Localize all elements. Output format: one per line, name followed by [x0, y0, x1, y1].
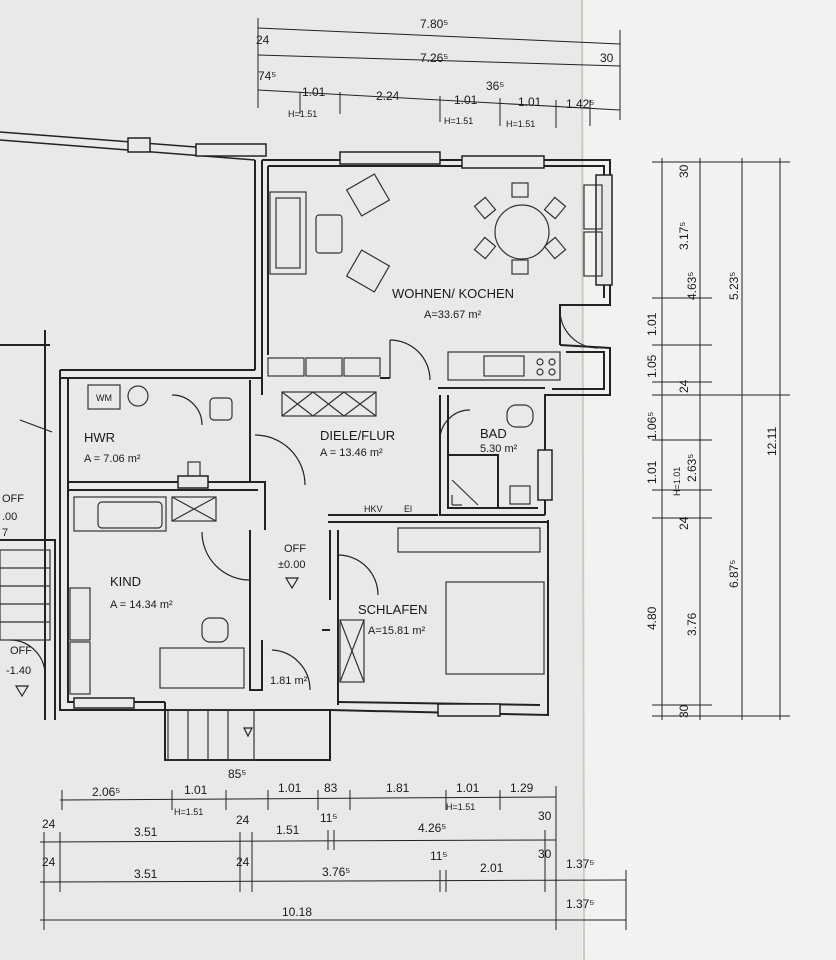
dims-right: 30 3.17⁵ 1.01 1.05 24 1.06⁵ 1.01 H=1.01 …	[645, 164, 779, 718]
room-area-schlafen: A=15.81 m²	[368, 625, 426, 637]
dim-bottom-row2-0: 24	[42, 817, 56, 831]
room-name-kind: KIND	[110, 574, 141, 589]
dim-right-col1-3: 1.05	[645, 354, 659, 378]
dim-right-col1-6: 1.01	[645, 460, 659, 484]
dim-bottom-row1-4: 83	[324, 781, 338, 795]
dim-bottom-row3-5: 2.01	[480, 861, 504, 875]
dim-right-col2-1: 2.63⁵	[685, 454, 699, 482]
dim-bottom-row3-7: 1.37⁵	[566, 857, 594, 871]
dim-top-row1-1: 7.80⁵	[420, 17, 448, 31]
windows	[73, 137, 613, 717]
hkv-label: HKV	[364, 504, 383, 514]
dim-bottom-row2-3: 1.51	[276, 823, 300, 837]
dimension-lines	[39, 18, 790, 930]
room-area-diele: A = 13.46 m²	[320, 447, 383, 459]
room-area-bad: 5.30 m²	[480, 443, 518, 455]
dim-bottom-row1-2: 85⁵	[228, 767, 246, 781]
dim-bottom-row1-0: 2.06⁵	[92, 785, 120, 799]
dim-bottom-row2-6: 30	[538, 809, 552, 823]
dim-top-row3-0: 74⁵	[258, 69, 276, 83]
level-value-main: ±0.00	[278, 559, 305, 571]
dim-right-col1-5: 1.06⁵	[645, 412, 659, 440]
dim-bottom-row2-1: 3.51	[134, 825, 158, 839]
dim-bottom-row1-7: 1.29	[510, 781, 534, 795]
dim-right-col1-2: 1.01	[645, 312, 659, 336]
dim-top-row3-6: 1.42⁵	[566, 97, 594, 111]
dim-bottom-row1-6: 1.01	[456, 781, 480, 795]
dim-right-col2-2: 3.76	[685, 612, 699, 636]
dim-top-h-2: H=1.51	[506, 119, 535, 129]
el-label: El	[404, 504, 412, 514]
room-name-hwr: HWR	[84, 430, 115, 445]
dim-bottom-row2-4: 11⁵	[320, 811, 337, 825]
paper-fold-right	[582, 0, 836, 960]
furniture	[0, 173, 603, 761]
dim-top-row1-2: 30	[600, 51, 614, 65]
dim-bottom-row3-4: 11⁵	[430, 849, 447, 863]
dim-right-col1-10: 30	[677, 704, 691, 718]
room-name-wohnen: WOHNEN/ KOCHEN	[392, 286, 514, 301]
dim-bottom-row1-3: 1.01	[278, 781, 302, 795]
wm-label: WM	[96, 393, 112, 403]
dim-right-col1-4: 24	[677, 379, 691, 393]
dim-bottom-h-0: H=1.51	[174, 807, 203, 817]
dim-right-col3-1: 6.87⁵	[727, 560, 741, 588]
left-cut-7: 7	[2, 527, 8, 539]
level-value-left-cut: .00	[2, 511, 17, 523]
dim-right-col1-8: 24	[677, 516, 691, 530]
walls	[0, 131, 611, 761]
dim-bottom-row2-5: 4.26⁵	[418, 821, 446, 835]
level-off-left-cut: OFF	[2, 493, 24, 505]
room-area-wohnen: A=33.67 m²	[424, 309, 482, 321]
level-off-stair: OFF	[10, 645, 32, 657]
room-area-kind: A = 14.34 m²	[110, 599, 173, 611]
level-markers	[14, 577, 300, 738]
dim-bottom-row4-0: 10.18	[282, 905, 312, 919]
dim-top-row3-5: 1.01	[518, 95, 542, 109]
dim-top-row2-0: 7.26⁵	[420, 51, 448, 65]
room-name-bad: BAD	[480, 426, 507, 441]
dim-right-col3-0: 5.23⁵	[727, 272, 741, 300]
room-name-diele: DIELE/FLUR	[320, 428, 395, 443]
dim-right-col1-7: H=1.01	[672, 467, 682, 496]
dim-bottom-row4-1: 1.37⁵	[566, 897, 594, 911]
dim-bottom-row3-2: 24	[236, 855, 250, 869]
level-value-stair: -1.40	[6, 665, 31, 677]
dim-right-col1-9: 4.80	[645, 606, 659, 630]
room-area-abstell: 1.81 m²	[270, 675, 308, 687]
dim-bottom-row3-6: 30	[538, 847, 552, 861]
dim-bottom-row3-0: 24	[42, 855, 56, 869]
dim-top-row3-4: 36⁵	[486, 79, 504, 93]
dim-top-row1-0: 24	[256, 33, 270, 47]
dim-bottom-row2-2: 24	[236, 813, 250, 827]
dim-top-row3-2: 2.24	[376, 89, 400, 103]
level-off-main: OFF	[284, 543, 306, 555]
dim-right-col1-1: 3.17⁵	[677, 222, 691, 250]
dim-bottom-row1-1: 1.01	[184, 783, 208, 797]
dim-bottom-h-1: H=1.51	[446, 802, 475, 812]
dim-right-col4-0: 12.11	[765, 427, 779, 456]
doors	[9, 309, 599, 691]
room-area-hwr: A = 7.06 m²	[84, 453, 141, 465]
dim-top-row3-3: 1.01	[454, 93, 478, 107]
dim-right-col1-0: 30	[677, 164, 691, 178]
dim-top-row3-1: 1.01	[302, 85, 326, 99]
dim-bottom-row3-3: 3.76⁵	[322, 865, 350, 879]
room-name-schlafen: SCHLAFEN	[358, 602, 427, 617]
dim-bottom-row1-5: 1.81	[386, 781, 410, 795]
dim-top-h-1: H=1.51	[444, 116, 473, 126]
dim-top-h-0: H=1.51	[288, 109, 317, 119]
dim-right-col2-0: 4.63⁵	[685, 272, 699, 300]
dim-bottom-row3-1: 3.51	[134, 867, 158, 881]
